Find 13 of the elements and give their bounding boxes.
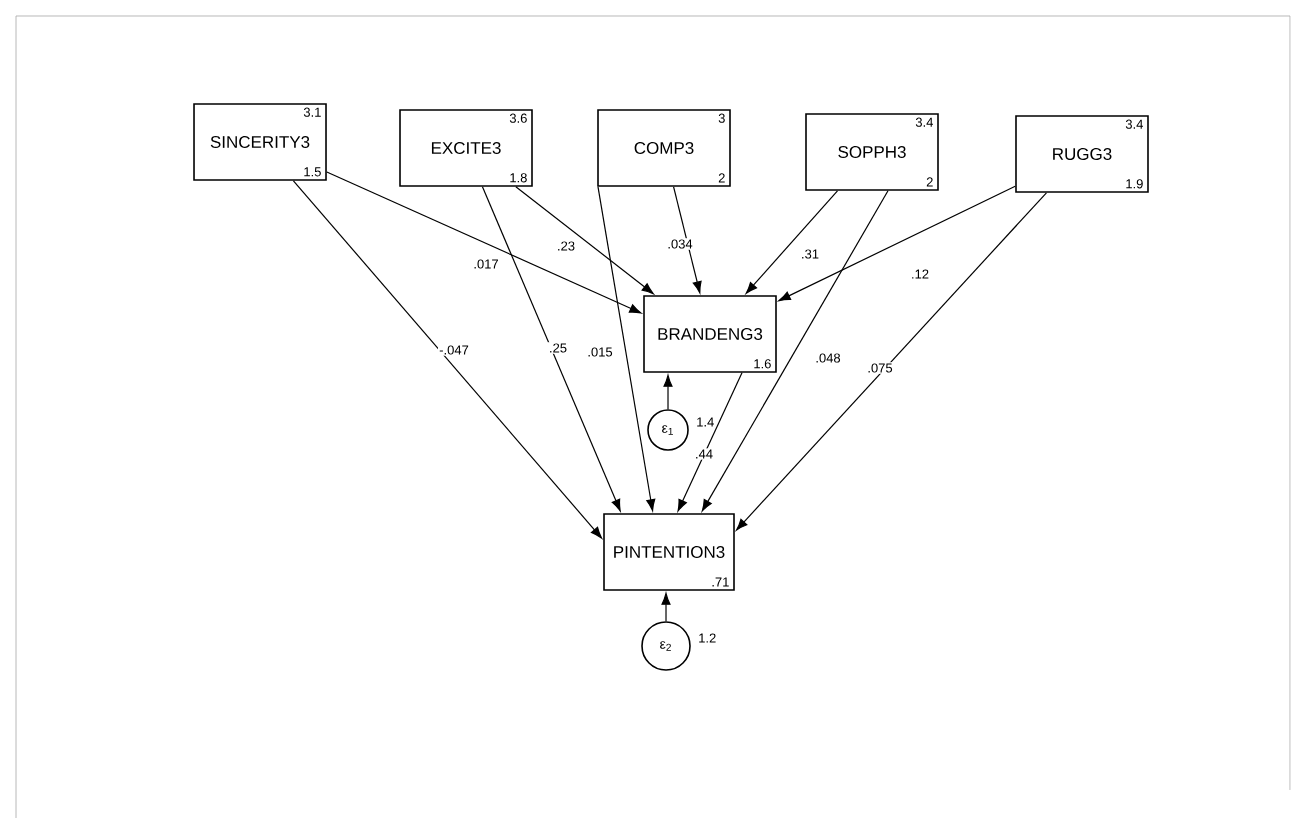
arrow [326,171,642,314]
arrow [292,180,603,539]
arrow [481,186,621,512]
arrow [701,190,889,512]
arrow [515,186,654,295]
arrow [745,190,839,294]
arrow [673,186,702,294]
arrow [778,185,1016,302]
arrow [661,592,671,622]
arrow [735,192,1048,531]
arrow [677,372,743,512]
arrow [597,186,656,512]
arrow [663,374,673,410]
